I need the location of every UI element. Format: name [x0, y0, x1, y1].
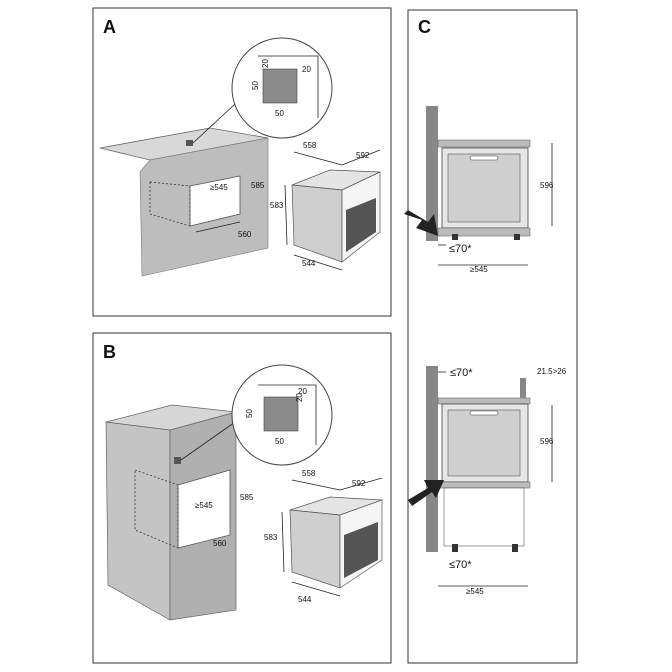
cabinet-a-width-line	[195, 221, 241, 233]
oven-b-width-line	[339, 477, 383, 491]
countertop-top	[437, 139, 531, 148]
inset-b-corner	[258, 384, 317, 445]
c-bottom-gap: ≤70*	[449, 559, 472, 571]
inset-b-dim-side: 50	[245, 409, 254, 418]
inset-b-leader	[180, 419, 239, 461]
wall-top	[426, 106, 438, 241]
oven-b-width: 592	[352, 479, 366, 488]
oven-c-bottom-handle	[469, 410, 499, 416]
tall-cabinet-side	[105, 421, 171, 621]
base-cabinet	[443, 487, 525, 547]
foot-top-right	[514, 234, 520, 240]
inset-a-dim-h: 20	[261, 59, 270, 68]
oven-b-side	[289, 509, 341, 589]
oven-a-window	[346, 198, 376, 252]
c-top-depth: ≥545	[470, 265, 488, 274]
oven-b-front-line	[291, 581, 341, 597]
cabinet-b-depth: ≥545	[195, 501, 213, 510]
shelf-top	[437, 227, 531, 237]
c-bottom-gap-top: ≤70*	[450, 367, 473, 379]
panel-b-label: B	[103, 342, 116, 362]
oven-a-width-line	[341, 149, 381, 166]
c-bottom-clearance: 21.5>26	[537, 367, 567, 376]
inset-b-dim-w: 20	[298, 387, 307, 396]
cabinet-cutout	[189, 175, 241, 227]
cabinet-b-height: 585	[240, 493, 254, 502]
oven-b-height: 583	[264, 533, 278, 542]
cabinet-a-width: 560	[238, 230, 252, 239]
c-bottom-depth: ≥545	[466, 587, 484, 596]
oven-b-height-line	[281, 511, 285, 573]
panel-a: A 20 20 50 50 ≥545 585 560 558 592 583 5…	[92, 7, 392, 317]
panel-a-frame	[92, 7, 392, 317]
panel-c: C 596 ≤70* ≥545 ≤70* 21.5>26 596 ≤70*	[404, 9, 578, 664]
inset-b-dim-h: 20	[295, 393, 304, 402]
inset-opening	[262, 68, 298, 104]
oven-a-front: 544	[302, 259, 316, 268]
inset-a-dim-bottom: 50	[275, 109, 284, 118]
panel-b: B 20 20 50 50 ≥545 585 560 558 592 583 5…	[92, 332, 392, 664]
oven-b-front: 544	[298, 595, 312, 604]
oven-a-front-line	[293, 254, 343, 271]
rear-panel-bottom	[520, 378, 526, 398]
arrow-top	[404, 210, 438, 236]
arrow-bottom	[408, 480, 444, 506]
oven-b-depth-line	[291, 479, 341, 491]
oven-a-depth-line	[293, 151, 343, 166]
inset-b-opening	[263, 396, 299, 432]
foot-bottom-left	[452, 544, 458, 552]
panel-c-frame	[407, 9, 578, 664]
cabinet-a-depth: ≥545	[210, 183, 228, 192]
c-bottom-height: 596	[540, 437, 554, 446]
foot-bottom-right	[512, 544, 518, 552]
oven-b-window	[344, 522, 378, 578]
wall-bottom	[426, 366, 438, 552]
vent-slot	[186, 140, 193, 146]
oven-a-width: 592	[356, 151, 370, 160]
top-panel-bottom	[437, 397, 531, 405]
inset-a-dim-w: 20	[302, 65, 311, 74]
oven-a-depth: 558	[303, 141, 317, 150]
tall-vent-slot	[174, 457, 181, 464]
oven-c-top-door	[447, 153, 521, 223]
oven-c-bottom-door	[447, 409, 521, 477]
panel-b-frame	[92, 332, 392, 664]
panel-c-label: C	[418, 17, 431, 37]
oven-c-top-handle	[469, 155, 499, 161]
cutout-depth-lines	[149, 181, 191, 227]
panel-a-label: A	[103, 17, 116, 37]
oven-a-height-line	[284, 184, 288, 246]
oven-a-side	[291, 184, 343, 263]
cabinet-b-width: 560	[213, 539, 227, 548]
oven-a-height: 583	[270, 201, 284, 210]
c-top-gap: ≤70*	[449, 243, 472, 255]
inset-b-dim-bottom: 50	[275, 437, 284, 446]
oven-b-depth: 558	[302, 469, 316, 478]
inset-corner	[258, 55, 319, 118]
inset-a-dim-side: 50	[251, 81, 260, 90]
foot-top-left	[452, 234, 458, 240]
cabinet-a-height: 585	[251, 181, 265, 190]
tall-cabinet-cutout	[177, 469, 231, 549]
c-top-height: 596	[540, 181, 554, 190]
shelf-bottom	[437, 481, 531, 489]
tall-cutout-depth-lines	[134, 469, 179, 549]
